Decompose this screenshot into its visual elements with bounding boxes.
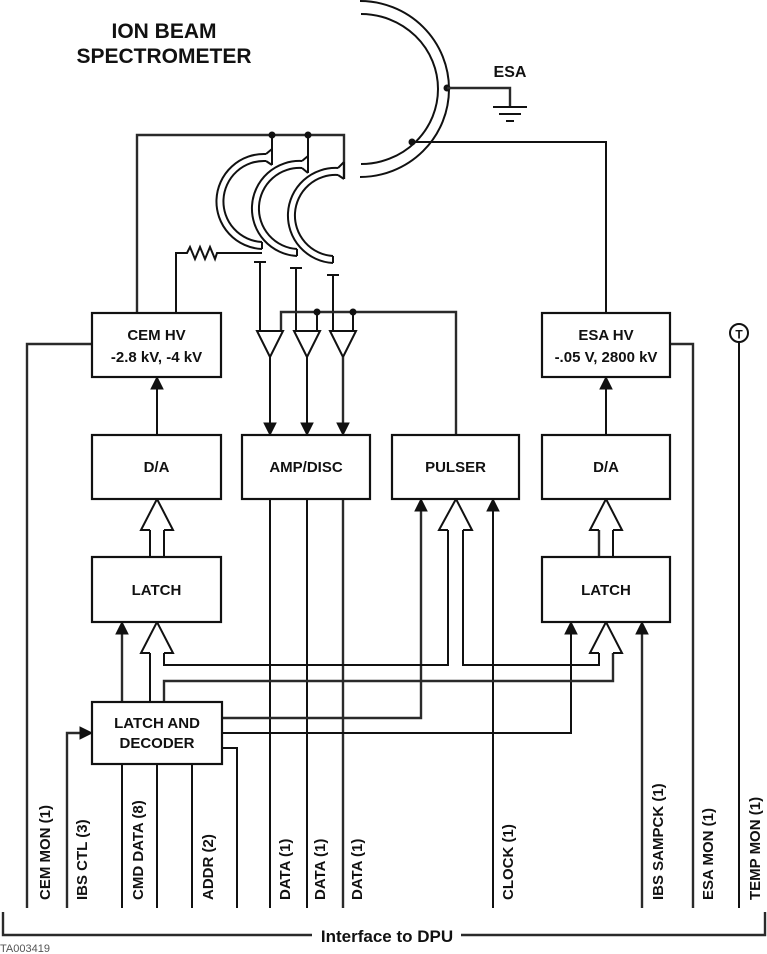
arrow-up-icon [115, 620, 129, 635]
signal-label-data-2: DATA (1) [312, 839, 329, 900]
arrow-down-icon [263, 422, 277, 437]
wire-cem-hv-bus [135, 133, 346, 313]
block-esa-hv: ESA HV -.05 V, 2800 kV [540, 311, 672, 379]
latch-right-label: LATCH [581, 582, 631, 599]
amplifier-icon [255, 330, 285, 360]
arrow-up-icon [150, 375, 164, 390]
bus-arrow-icon [437, 496, 474, 531]
ground-icon [447, 86, 527, 122]
block-amp-disc: AMP/DISC [240, 433, 372, 501]
wire-ibs-ctl [65, 731, 81, 908]
amp-disc-label: AMP/DISC [269, 459, 343, 476]
cem-1 [215, 148, 273, 250]
bus-arrow-icon [139, 619, 175, 654]
cem-3 [286, 161, 345, 264]
signal-label-esa-mon: ESA MON (1) [700, 808, 717, 900]
pulser-label: PULSER [425, 459, 486, 476]
signal-label-data-1: DATA (1) [277, 839, 294, 900]
title-line-1: ION BEAM [112, 20, 217, 43]
interface-signal-labels: CEM MON (1) IBS CTL (3) CMD DATA (8) ADD… [37, 783, 764, 900]
wire-decoder-to-pulser [222, 510, 423, 720]
interface-label: Interface to DPU [321, 927, 453, 946]
bus-arrow-icon [588, 496, 624, 531]
arrow-up-icon [564, 620, 578, 635]
wire-esa-hv-to-esa [412, 141, 607, 313]
signal-label-data-3: DATA (1) [349, 839, 366, 900]
signal-label-cem-mon: CEM MON (1) [37, 805, 54, 900]
arrow-up-icon [599, 375, 613, 390]
junction-dot [304, 131, 312, 139]
wire-decoder-to-esa-latch [222, 633, 572, 734]
amplifier-icon [328, 330, 358, 360]
block-latch-right: LATCH [540, 555, 672, 624]
anode-2 [290, 267, 302, 331]
arrow-down-icon [300, 422, 314, 437]
anode-1 [254, 261, 266, 331]
temp-sensor-label: T [735, 328, 743, 342]
junction-dot [313, 308, 321, 316]
arrow-up-icon [414, 497, 428, 512]
arrow-right-icon [79, 726, 94, 740]
cem-detectors [135, 131, 346, 331]
signal-label-cmd-data: CMD DATA (8) [130, 800, 147, 900]
latch-decoder-line-2: DECODER [119, 735, 194, 752]
figure-id: TA003419 [0, 943, 50, 954]
arrow-up-icon [635, 620, 649, 635]
arrow-up-icon [486, 497, 500, 512]
bus-arrow-icon [139, 496, 175, 531]
da-left-label: D/A [144, 459, 170, 476]
cem-2 [250, 155, 309, 257]
wire-decoder-out [222, 747, 238, 908]
esa-inner-plate [360, 13, 439, 165]
signal-label-ibs-ctl: IBS CTL (3) [74, 819, 91, 900]
da-right-label: D/A [593, 459, 619, 476]
title-line-2: SPECTROMETER [76, 45, 251, 68]
amplifier-icon [292, 330, 322, 360]
junction-dot [349, 308, 357, 316]
cem-hv-title: CEM HV [127, 327, 185, 344]
block-latch-left: LATCH [90, 555, 223, 624]
esa-analyzer [359, 0, 451, 178]
wire-pulser-test [279, 310, 458, 435]
anode-3 [327, 274, 339, 331]
interface-bracket [1, 912, 767, 937]
cem-hv-range: -2.8 kV, -4 kV [111, 349, 202, 366]
bus-arrow-icon [588, 619, 624, 654]
signal-label-addr: ADDR (2) [200, 834, 217, 900]
arrow-down-icon [336, 422, 350, 437]
block-cem-hv: CEM HV -2.8 kV, -4 kV [90, 311, 223, 379]
resistor-icon [175, 244, 262, 313]
signal-label-temp-mon: TEMP MON (1) [747, 797, 764, 900]
latch-left-label: LATCH [132, 582, 182, 599]
junction-dot [268, 131, 276, 139]
block-da-left: D/A [90, 433, 223, 501]
esa-hv-title: ESA HV [578, 327, 633, 344]
esa-hv-range: -.05 V, 2800 kV [555, 349, 658, 366]
block-pulser: PULSER [390, 433, 521, 501]
block-da-right: D/A [540, 433, 672, 501]
signal-label-clock: CLOCK (1) [500, 824, 517, 900]
block-latch-and-decoder: LATCH AND DECODER [90, 700, 224, 766]
wire-cem-mon [25, 342, 92, 908]
data-bus [139, 496, 624, 702]
esa-label: ESA [494, 64, 527, 81]
signal-label-ibs-sampck: IBS SAMPCK (1) [650, 783, 667, 900]
latch-decoder-line-1: LATCH AND [114, 715, 200, 732]
wire-esa-mon [670, 342, 695, 908]
